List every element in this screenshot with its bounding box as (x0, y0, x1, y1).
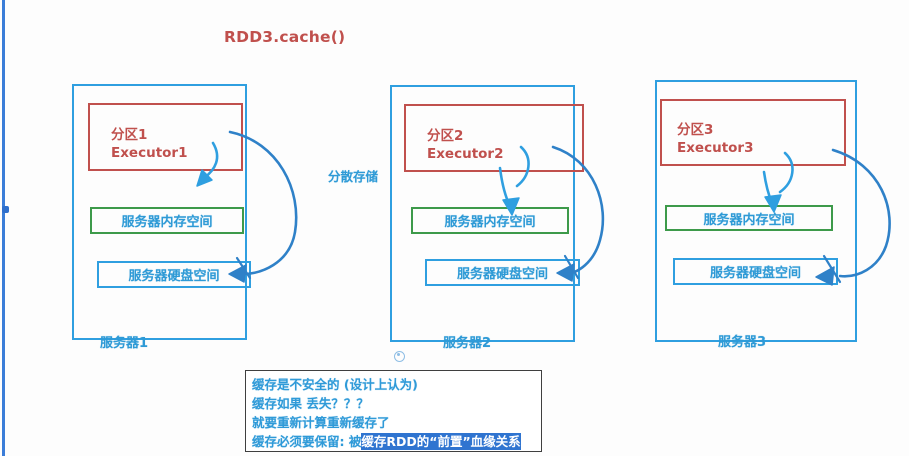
memory-label-2: 服务器内存空间 (444, 215, 536, 230)
memory-label-1: 服务器内存空间 (121, 215, 213, 230)
executor-label-3: 分区3 Executor3 (677, 121, 753, 157)
disk-label-2: 服务器硬盘空间 (456, 267, 548, 282)
video-progress-knob[interactable] (2, 206, 9, 213)
executor-name-2: Executor2 (427, 146, 504, 163)
memory-box-3: 服务器内存空间 (665, 205, 833, 231)
memory-box-1: 服务器内存空间 (90, 207, 244, 234)
executor-box-2 (404, 104, 584, 172)
disk-label-3: 服务器硬盘空间 (709, 266, 801, 281)
distributed-storage-label: 分散存储 (328, 169, 379, 184)
executor-name-1: Executor1 (111, 145, 188, 162)
executor-partition-3: 分区3 (677, 122, 714, 138)
executor-label-1: 分区1 Executor1 (111, 126, 187, 162)
disk-box-1: 服务器硬盘空间 (97, 261, 251, 288)
note-line-4-plain: 缓存必须要保留: 被 (252, 434, 362, 449)
memory-box-2: 服务器内存空间 (411, 207, 569, 234)
disk-box-2: 服务器硬盘空间 (425, 259, 580, 286)
disk-label-1: 服务器硬盘空间 (128, 269, 220, 284)
memory-label-3: 服务器内存空间 (703, 212, 795, 228)
executor-name-3: Executor3 (677, 140, 754, 157)
page-title: RDD3.cache() (224, 28, 346, 46)
executor-label-2: 分区2 Executor2 (427, 127, 503, 163)
server-label-1: 服务器1 (100, 336, 149, 351)
video-progress-rail[interactable] (2, 0, 9, 456)
note-line-3: 就要重新计算重新缓存了 (252, 415, 390, 430)
executor-box-3 (660, 99, 846, 166)
annotation-note: 缓存是不安全的 (设计上认为) 缓存如果 丢失？？？ 就要重新计算重新缓存了 缓… (245, 370, 542, 452)
note-line-4-highlight: 缓存RDD的“前置”血缘关系 (361, 433, 521, 450)
note-line-1: 缓存是不安全的 (设计上认为) (252, 377, 418, 392)
note-line-2: 缓存如果 丢失？？？ (252, 396, 369, 411)
disk-box-3: 服务器硬盘空间 (673, 258, 838, 285)
server-label-2: 服务器2 (443, 336, 492, 351)
executor-partition-1: 分区1 (111, 127, 148, 143)
executor-partition-2: 分区2 (427, 128, 464, 144)
note-line-4: 缓存必须要保留: 被缓存RDD的“前置”血缘关系 (252, 432, 535, 451)
watermark-icon (394, 351, 405, 362)
server-label-3: 服务器3 (718, 335, 767, 350)
